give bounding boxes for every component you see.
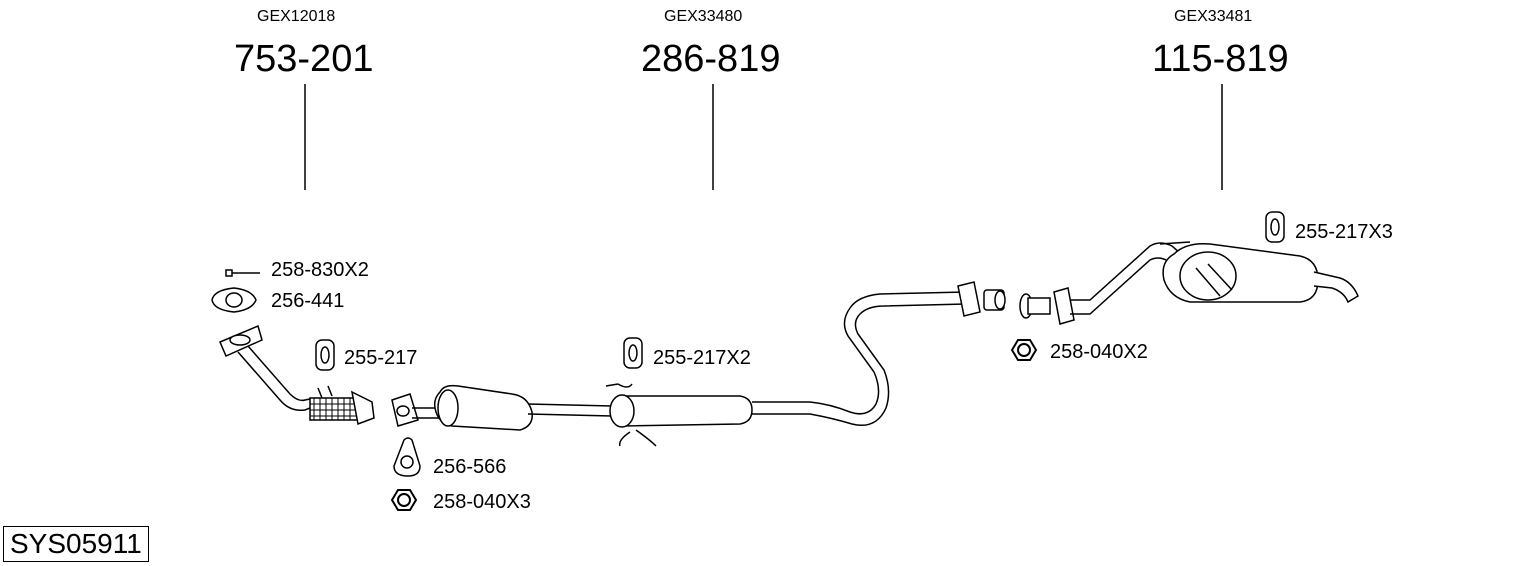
rubber-hanger-icon-front xyxy=(315,339,335,371)
nut-icon-rear xyxy=(1010,339,1038,361)
front-pipe xyxy=(219,324,375,426)
label-gasket-middle[interactable]: 256-566 xyxy=(433,456,507,478)
group-code-rear: GEX33481 xyxy=(1174,8,1253,25)
part-number-rear[interactable]: 115-819 xyxy=(1152,38,1289,80)
label-nut-rear[interactable]: 258-040X2 xyxy=(1050,341,1148,363)
label-nut-front[interactable]: 258-040X3 xyxy=(433,491,531,513)
bolt-icon xyxy=(225,269,260,277)
rubber-hanger-icon-middle xyxy=(623,337,643,369)
rear-silencer xyxy=(1019,241,1359,325)
label-gasket-front[interactable]: 256-441 xyxy=(271,290,345,312)
system-id-box: SYS05911 xyxy=(3,526,149,562)
middle-silencer-front xyxy=(391,384,613,431)
label-bolt[interactable]: 258-830X2 xyxy=(271,259,369,281)
rubber-hanger-icon-rear xyxy=(1265,211,1285,243)
part-number-middle[interactable]: 286-819 xyxy=(641,38,781,80)
part-number-front[interactable]: 753-201 xyxy=(234,38,374,80)
gasket-icon-front xyxy=(211,287,257,313)
middle-silencer xyxy=(605,281,1006,447)
label-rubber-rear[interactable]: 255-217X3 xyxy=(1295,221,1393,243)
label-rubber-front[interactable]: 255-217 xyxy=(344,347,418,369)
group-code-front: GEX12018 xyxy=(257,8,336,25)
group-code-middle: GEX33480 xyxy=(664,8,743,25)
nut-icon-front xyxy=(390,489,418,511)
gasket-icon-middle xyxy=(393,437,421,477)
label-rubber-middle[interactable]: 255-217X2 xyxy=(653,347,751,369)
